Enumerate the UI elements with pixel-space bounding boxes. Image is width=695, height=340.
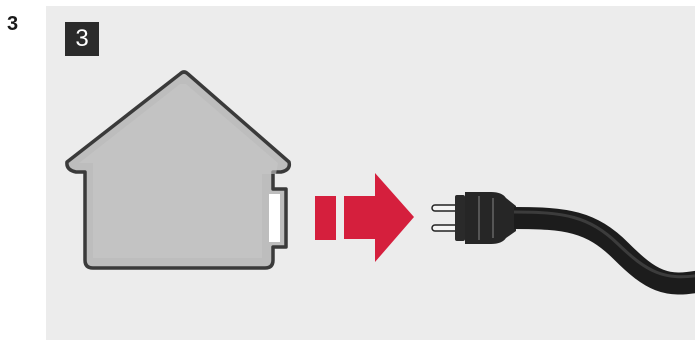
power-plug-icon bbox=[432, 192, 695, 283]
arrow-right-icon bbox=[315, 173, 414, 262]
step-number: 3 bbox=[7, 14, 18, 34]
illustration-panel: 3 bbox=[46, 6, 695, 340]
house-icon bbox=[67, 72, 289, 268]
illustration-scene bbox=[46, 6, 695, 340]
